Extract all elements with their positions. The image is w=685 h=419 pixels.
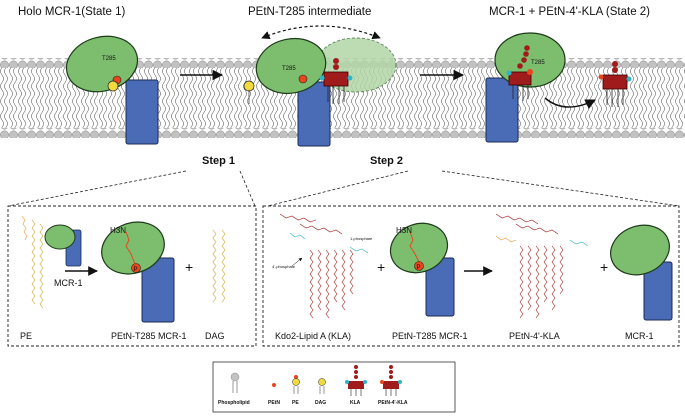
panel1-petn-label: PEtN-T285 MCR-1: [111, 331, 187, 341]
zoom-lines: [7, 170, 680, 207]
step1-label: Step 1: [202, 155, 235, 167]
panel2-plus-1: +: [377, 259, 385, 275]
pe-structure: [21, 215, 44, 309]
four-phosphate-pointer: [291, 257, 303, 267]
released-petn-kla: [598, 61, 632, 107]
panel1-petn-mcr1: H3N P: [101, 221, 175, 323]
legend-box: [212, 361, 456, 413]
step2-panel: [262, 205, 680, 347]
product-label: PEtN-4'-KLA: [509, 331, 560, 341]
state2-residue-label: T285: [531, 60, 545, 66]
legend-dag: DAG: [315, 400, 326, 406]
panel1-arrow-label: MCR-1: [54, 278, 83, 288]
panel2-plus-2: +: [600, 259, 608, 275]
legend-pe: PE: [292, 400, 299, 406]
panel1-mcr1-small: [44, 224, 82, 267]
petn-kla-structure: [495, 213, 589, 319]
release-arrow: [544, 97, 596, 109]
kla-structure: [279, 213, 369, 319]
step1-panel: [7, 205, 257, 347]
released-dag: [243, 80, 255, 92]
legend-petn: PEtN: [268, 400, 280, 406]
panel2-petn-mcr1: H3N P: [389, 222, 455, 317]
step2-label: Step 2: [370, 155, 403, 167]
intermediate-kla-icon: [319, 58, 353, 104]
amine-group: H3N: [110, 226, 126, 235]
state1-mcr1-enzyme: T285: [65, 35, 159, 145]
kla-label: Kdo2-Lipid A (KLA): [275, 331, 351, 341]
free-mcr1-label: MCR-1: [625, 331, 654, 341]
panel2-phosphate-p: P: [417, 265, 421, 271]
dag-structure: [212, 229, 226, 303]
panel2-free-mcr1: [610, 224, 673, 321]
one-phosphate-label: 1-phosphate: [350, 236, 373, 241]
intermediate-complex: T285: [243, 37, 397, 147]
legend-phospholipid: Phospholipid: [218, 400, 250, 406]
state1-title: Holo MCR-1(State 1): [18, 6, 126, 18]
panel2-amine-group: H3N: [396, 226, 412, 235]
legend-petn-kla: PEtN-4'-KLA: [378, 400, 408, 406]
phosphate-p: P: [134, 267, 138, 273]
state2-title: MCR-1 + PEtN-4'-KLA (State 2): [489, 6, 650, 18]
intermediate-title: PEtN-T285 intermediate: [248, 6, 371, 18]
conformation-arrow: [261, 25, 381, 40]
pe-label: PE: [20, 331, 32, 341]
intermediate-residue-label: T285: [282, 66, 296, 72]
legend-kla: KLA: [350, 400, 361, 406]
dag-label: DAG: [205, 331, 225, 341]
panel2-petn-label: PEtN-T285 MCR-1: [392, 331, 468, 341]
state2-complex: T285: [485, 32, 566, 143]
four-phosphate-label: 4'-phosphate: [272, 264, 296, 269]
legend-symbols: [230, 365, 402, 396]
panel1-plus: +: [185, 259, 193, 275]
state1-residue-label: T285: [102, 56, 116, 62]
